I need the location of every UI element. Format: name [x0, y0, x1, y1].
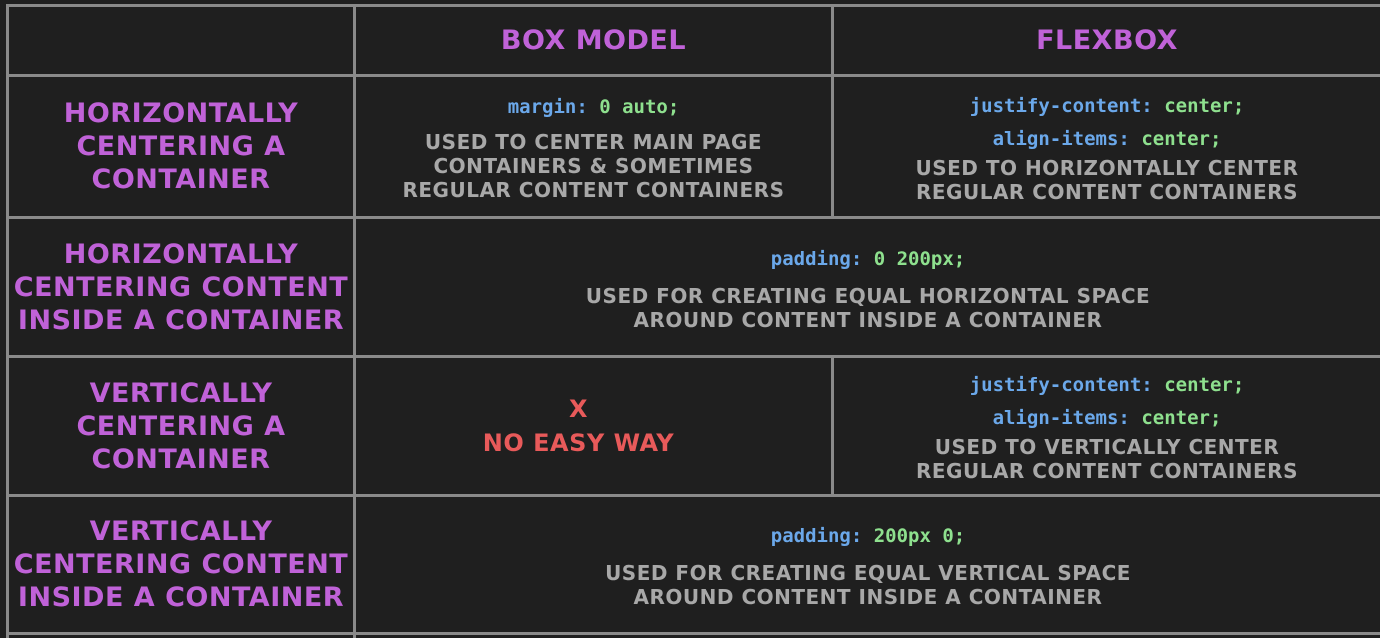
row-label-horizontal-container: HORIZONTALLY CENTERING A CONTAINER [9, 77, 353, 216]
css-value: 0 auto; [599, 96, 680, 118]
description-line: USED FOR CREATING EQUAL VERTICAL SPACE [605, 561, 1131, 585]
row-label-line: CENTERING A [76, 131, 286, 162]
grid-line [6, 4, 1380, 7]
shared-vertical-content: padding: 200px 0; USED FOR CREATING EQUA… [356, 497, 1380, 632]
description-line: REGULAR CONTENT CONTAINERS [915, 179, 1298, 204]
row-label-line: CONTAINER [91, 443, 271, 475]
row-label-line: INSIDE A CONTAINER [17, 582, 345, 613]
css-value: center; [1141, 127, 1222, 150]
description-line: USED TO CENTER MAIN PAGE [424, 130, 763, 154]
css-property: justify-content: [969, 94, 1153, 117]
css-value: 0 200px; [873, 247, 966, 270]
box-model-vertical-container: X NO EASY WAY [356, 358, 831, 494]
description-line: CONTAINERS & SOMETIMES [433, 154, 754, 178]
row-label-vertical-container: VERTICALLY CENTERING A CONTAINER [9, 358, 353, 494]
row-label-line: INSIDE A CONTAINER [17, 304, 345, 336]
row-label-horizontal-content: HORIZONTALLY CENTERING CONTENT INSIDE A … [9, 219, 353, 355]
row-label-line: CENTERING CONTENT [13, 549, 349, 580]
css-declaration: margin: 0 auto; [508, 91, 680, 124]
css-property: justify-content: [969, 374, 1153, 396]
grid-line [6, 216, 1380, 219]
css-declaration: align-items: center; [993, 123, 1222, 156]
description-line: REGULAR CONTENT CONTAINERS [915, 459, 1298, 483]
x-mark: X [568, 395, 588, 423]
css-declaration: padding: 0 200px; [771, 243, 965, 276]
grid-line [831, 357, 834, 494]
grid-line [6, 494, 1380, 497]
css-value: 200px 0; [873, 525, 966, 547]
description-line: USED TO VERTICALLY CENTER [934, 435, 1280, 459]
row-label-line: CENTERING A [76, 410, 286, 442]
column-header-label: FLEXBOX [1036, 25, 1178, 56]
row-label-vertical-content: VERTICALLY CENTERING CONTENT INSIDE A CO… [9, 497, 353, 632]
row-label-line: CENTERING CONTENT [13, 271, 349, 303]
description-line: AROUND CONTENT INSIDE A CONTAINER [633, 585, 1103, 609]
description-line: USED TO HORIZONTALLY CENTER [915, 155, 1299, 180]
description-line: REGULAR CONTENT CONTAINERS [402, 178, 785, 202]
column-header-box-model: BOX MODEL [356, 7, 831, 74]
css-declaration: justify-content: center; [970, 369, 1245, 402]
css-declaration: align-items: center; [993, 402, 1222, 435]
row-label-line: VERTICALLY [89, 377, 273, 409]
css-value: center; [1164, 374, 1245, 396]
grid-line [6, 355, 1380, 358]
css-property: align-items: [992, 127, 1130, 150]
grid-line [353, 4, 356, 638]
grid-line [6, 4, 9, 638]
flexbox-horizontal-container: justify-content: center; align-items: ce… [834, 77, 1380, 216]
row-label-line: HORIZONTALLY [63, 238, 299, 270]
column-header-flexbox: FLEXBOX [834, 7, 1380, 74]
grid-line [6, 74, 1380, 77]
row-label-line: HORIZONTALLY [63, 98, 299, 129]
no-easy-way-label: NO EASY WAY [482, 429, 675, 457]
css-value: center; [1164, 94, 1245, 117]
css-declaration: justify-content: center; [970, 90, 1245, 123]
row-label-line: CONTAINER [91, 164, 271, 195]
shared-horizontal-content: padding: 0 200px; USED FOR CREATING EQUA… [356, 219, 1380, 355]
css-property: margin: [507, 96, 588, 118]
css-declaration: padding: 200px 0; [771, 520, 965, 553]
css-property: align-items: [992, 407, 1130, 429]
css-property: padding: [770, 247, 863, 270]
box-model-horizontal-container: margin: 0 auto; USED TO CENTER MAIN PAGE… [356, 77, 831, 216]
css-property: padding: [770, 525, 863, 547]
css-value: center; [1141, 407, 1222, 429]
description-line: USED FOR CREATING EQUAL HORIZONTAL SPACE [585, 283, 1151, 308]
grid-line [6, 632, 1380, 635]
row-label-line: VERTICALLY [89, 516, 273, 547]
description-line: AROUND CONTENT INSIDE A CONTAINER [633, 307, 1103, 332]
flexbox-vertical-container: justify-content: center; align-items: ce… [834, 358, 1380, 494]
column-header-label: BOX MODEL [500, 25, 687, 56]
grid-line [831, 4, 834, 218]
